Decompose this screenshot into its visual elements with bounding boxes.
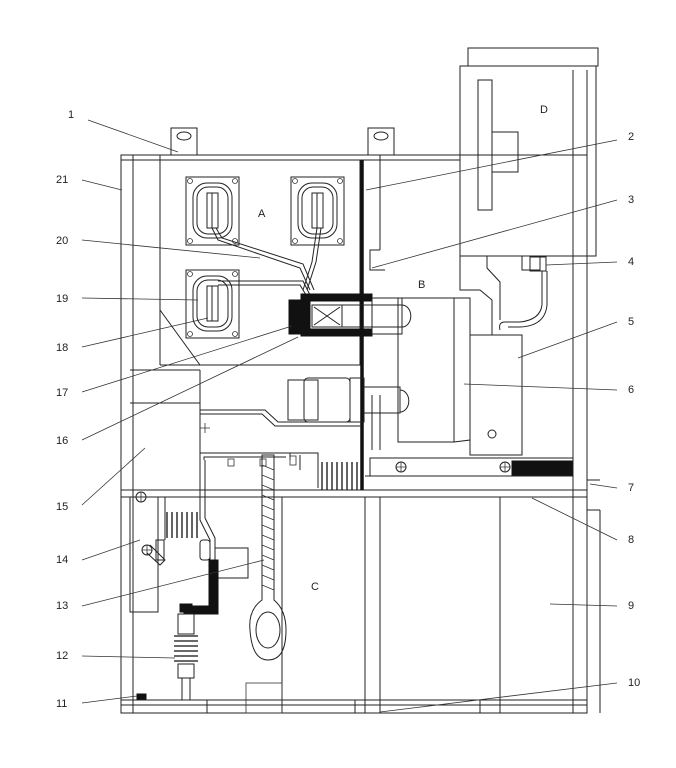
compartment-d — [380, 47, 599, 257]
callout-10: 10 — [628, 677, 640, 689]
zone-a-label: A — [258, 208, 266, 220]
callout-labels: 1 2 3 4 5 6 7 8 9 10 11 12 13 14 15 16 1… — [56, 109, 640, 710]
callout-16: 16 — [56, 435, 68, 447]
callout-13: 13 — [56, 600, 68, 612]
zone-b-label: B — [418, 279, 425, 291]
leader-lines — [81, 119, 618, 713]
busbar-insulator-3 — [185, 269, 240, 339]
cable-termination — [249, 454, 287, 661]
callout-12: 12 — [56, 650, 68, 662]
callout-18: 18 — [56, 342, 68, 354]
heatsink-upper — [321, 462, 358, 490]
compartment-a — [159, 160, 361, 366]
callout-14: 14 — [56, 554, 68, 566]
callout-8: 8 — [628, 534, 634, 546]
cabinet-frame — [120, 70, 601, 714]
callout-1: 1 — [68, 109, 74, 121]
contact-box — [288, 293, 412, 337]
callout-15: 15 — [56, 501, 68, 513]
callout-6: 6 — [628, 384, 634, 396]
busbar-insulator-2 — [290, 176, 345, 246]
zone-c-label: C — [311, 581, 319, 593]
zone-d-label: D — [540, 104, 548, 116]
callout-19: 19 — [56, 293, 68, 305]
callout-3: 3 — [628, 194, 634, 206]
earthing-switch — [129, 460, 249, 701]
callout-11: 11 — [56, 698, 67, 710]
callout-21: 21 — [56, 174, 68, 186]
callout-17: 17 — [56, 387, 68, 399]
callout-20: 20 — [56, 235, 68, 247]
compartment-15 — [130, 369, 362, 490]
operating-mechanism — [469, 256, 548, 456]
callout-7: 7 — [628, 482, 634, 494]
callout-5: 5 — [628, 316, 634, 328]
heatsink-lower — [166, 512, 198, 538]
callout-2: 2 — [628, 131, 634, 143]
lifting-lugs — [170, 127, 395, 156]
compartment-b — [287, 155, 574, 477]
callout-4: 4 — [628, 256, 634, 268]
zone-labels: A B C D — [258, 104, 548, 593]
callout-9: 9 — [628, 600, 634, 612]
busbar-insulator-1 — [185, 176, 240, 246]
